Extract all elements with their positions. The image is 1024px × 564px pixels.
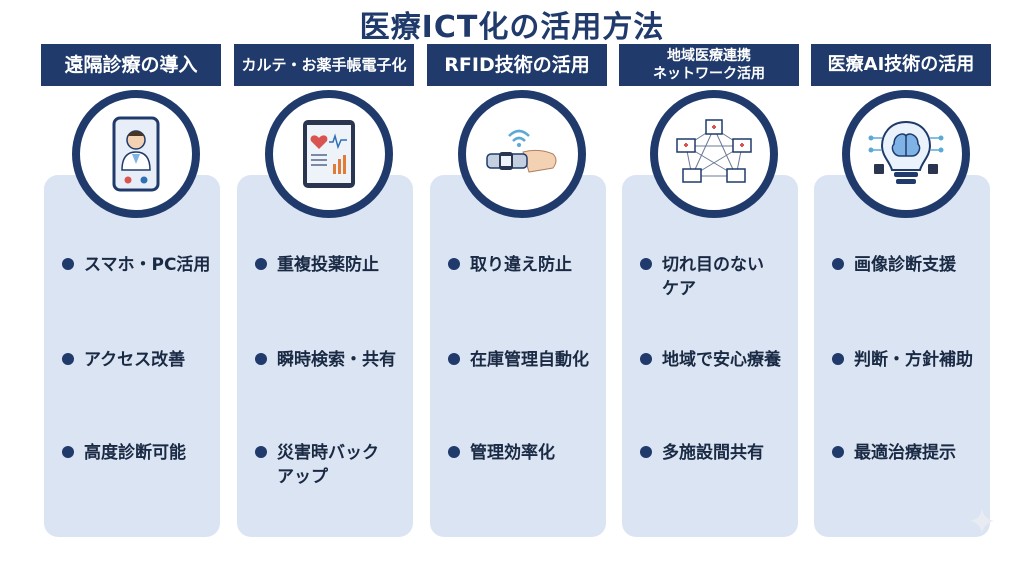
bullet-item: 高度診断可能 bbox=[62, 441, 220, 465]
bullet-text: 災害時バック アップ bbox=[277, 443, 379, 487]
bullet-dot bbox=[448, 353, 460, 365]
bullet-text: 瞬時検索・共有 bbox=[277, 350, 396, 370]
column-header: 地域医療連携 ネットワーク活用 bbox=[619, 44, 799, 86]
bullet-dot bbox=[255, 353, 267, 365]
bullet-item: 最適治療提示 bbox=[832, 441, 990, 465]
bullet-item: 瞬時検索・共有 bbox=[255, 348, 413, 372]
column-medical-ai: 医療AI技術の活用 画像診断支援 判断・方針補助 最適治療提示 bbox=[811, 44, 991, 544]
bullet-dot bbox=[62, 446, 74, 458]
bullet-dot bbox=[832, 353, 844, 365]
bullet-text: 切れ目のない ケア bbox=[662, 255, 764, 299]
column-rfid: RFID技術の活用 取り違え防止 在庫管理自動化 管理効率化 bbox=[427, 44, 607, 544]
page-title: 医療ICT化の活用方法 bbox=[359, 10, 665, 45]
bullet-text: 高度診断可能 bbox=[84, 443, 186, 463]
bullet-text: 多施設間共有 bbox=[662, 443, 764, 463]
bullet-dot bbox=[640, 258, 652, 270]
column-card: 切れ目のない ケア 地域で安心療養 多施設間共有 bbox=[622, 175, 798, 537]
bullet-dot bbox=[448, 446, 460, 458]
bullet-text: 判断・方針補助 bbox=[854, 350, 973, 370]
bullet-item: スマホ・PC活用 bbox=[62, 253, 220, 277]
bullet-item: 取り違え防止 bbox=[448, 253, 606, 277]
bullet-item: 判断・方針補助 bbox=[832, 348, 990, 372]
bullet-text: アクセス改善 bbox=[84, 350, 186, 370]
bullet-item: 地域で安心療養 bbox=[640, 348, 798, 372]
bullet-dot bbox=[62, 258, 74, 270]
bullet-dot bbox=[448, 258, 460, 270]
bullet-item: アクセス改善 bbox=[62, 348, 220, 372]
bullet-text: 取り違え防止 bbox=[470, 255, 572, 275]
network-buildings-icon bbox=[650, 90, 778, 218]
column-card: 画像診断支援 判断・方針補助 最適治療提示 bbox=[814, 175, 990, 537]
doctor-phone-icon bbox=[72, 90, 200, 218]
bullet-item: 管理効率化 bbox=[448, 441, 606, 465]
column-telemedicine: 遠隔診療の導入 スマホ・PC活用 アクセス改善 高度診断可能 bbox=[41, 44, 221, 544]
ai-brain-bulb-icon bbox=[842, 90, 970, 218]
bullet-dot bbox=[255, 258, 267, 270]
column-card: 取り違え防止 在庫管理自動化 管理効率化 bbox=[430, 175, 606, 537]
column-header: RFID技術の活用 bbox=[427, 44, 607, 86]
bullet-text: 最適治療提示 bbox=[854, 443, 956, 463]
column-e-records: カルテ・お薬手帳電子化 重複投薬防止 瞬時検索・共有 災害時バック アップ bbox=[234, 44, 414, 544]
bullet-dot bbox=[832, 446, 844, 458]
rfid-wristband-icon bbox=[458, 90, 586, 218]
bullet-item: 災害時バック アップ bbox=[255, 441, 413, 489]
column-header: 遠隔診療の導入 bbox=[41, 44, 221, 86]
column-card: スマホ・PC活用 アクセス改善 高度診断可能 bbox=[44, 175, 220, 537]
column-header: カルテ・お薬手帳電子化 bbox=[234, 44, 414, 86]
bullet-dot bbox=[640, 353, 652, 365]
bullet-text: 在庫管理自動化 bbox=[470, 350, 589, 370]
bullet-text: 重複投薬防止 bbox=[277, 255, 379, 275]
bullet-dot bbox=[832, 258, 844, 270]
bullet-dot bbox=[255, 446, 267, 458]
bullet-dot bbox=[640, 446, 652, 458]
bullet-text: 地域で安心療養 bbox=[662, 350, 781, 370]
bullet-item: 重複投薬防止 bbox=[255, 253, 413, 277]
bullet-item: 画像診断支援 bbox=[832, 253, 990, 277]
column-card: 重複投薬防止 瞬時検索・共有 災害時バック アップ bbox=[237, 175, 413, 537]
bullet-text: 画像診断支援 bbox=[854, 255, 956, 275]
bullet-item: 在庫管理自動化 bbox=[448, 348, 606, 372]
column-header: 医療AI技術の活用 bbox=[811, 44, 991, 86]
tablet-health-icon bbox=[265, 90, 393, 218]
bullet-text: スマホ・PC活用 bbox=[84, 255, 211, 275]
sparkle-icon bbox=[970, 509, 994, 533]
bullet-item: 多施設間共有 bbox=[640, 441, 798, 465]
column-regional-network: 地域医療連携 ネットワーク活用 切れ目のない ケア 地域で安心療養 多施設間共有 bbox=[619, 44, 799, 544]
bullet-dot bbox=[62, 353, 74, 365]
bullet-text: 管理効率化 bbox=[470, 443, 555, 463]
bullet-item: 切れ目のない ケア bbox=[640, 253, 798, 301]
